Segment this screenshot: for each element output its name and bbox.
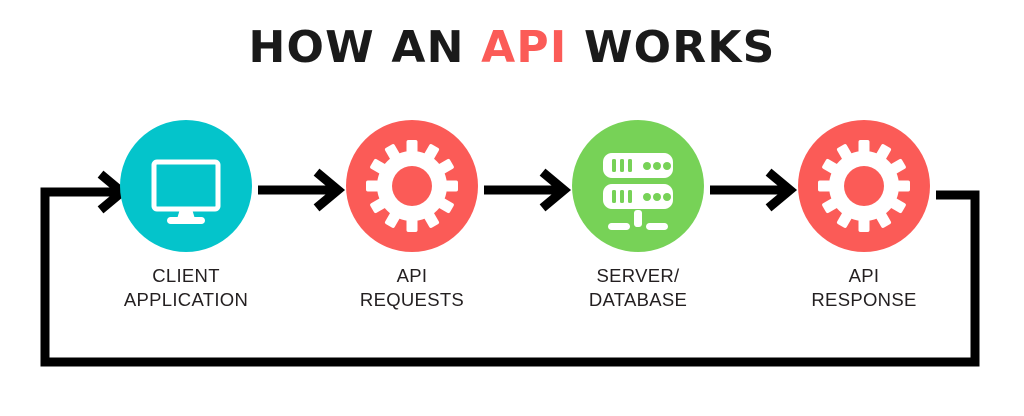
title-text-after: WORKS: [567, 22, 776, 73]
client-application-circle[interactable]: [120, 120, 252, 252]
node-api-requests-label: API REQUESTS: [359, 265, 465, 310]
api-requests-circle[interactable]: [346, 120, 478, 252]
server-database-circle[interactable]: [572, 120, 704, 252]
node-api-requests[interactable]: API REQUESTS: [346, 120, 478, 312]
title-text-accent: API: [481, 22, 568, 73]
arrow-request-to-server: [484, 168, 572, 212]
page-title: HOW AN API WORKS: [0, 22, 1024, 73]
node-server-database[interactable]: SERVER/ DATABASE: [572, 120, 704, 312]
arrow-server-to-response: [710, 168, 798, 212]
node-server-database-label: SERVER/ DATABASE: [588, 265, 688, 310]
node-client-application[interactable]: CLIENT APPLICATION: [120, 120, 252, 312]
arrow-client-to-request: [258, 168, 346, 212]
title-text-before: HOW AN: [248, 22, 482, 73]
api-response-circle[interactable]: [798, 120, 930, 252]
monitor-icon: [151, 159, 221, 224]
gear-icon: [366, 140, 458, 232]
node-api-response[interactable]: API RESPONSE: [798, 120, 930, 312]
server-rack-icon: [603, 153, 673, 230]
node-api-response-label: API RESPONSE: [811, 265, 917, 310]
node-client-application-label: CLIENT APPLICATION: [123, 265, 249, 310]
gear-icon: [818, 140, 910, 232]
